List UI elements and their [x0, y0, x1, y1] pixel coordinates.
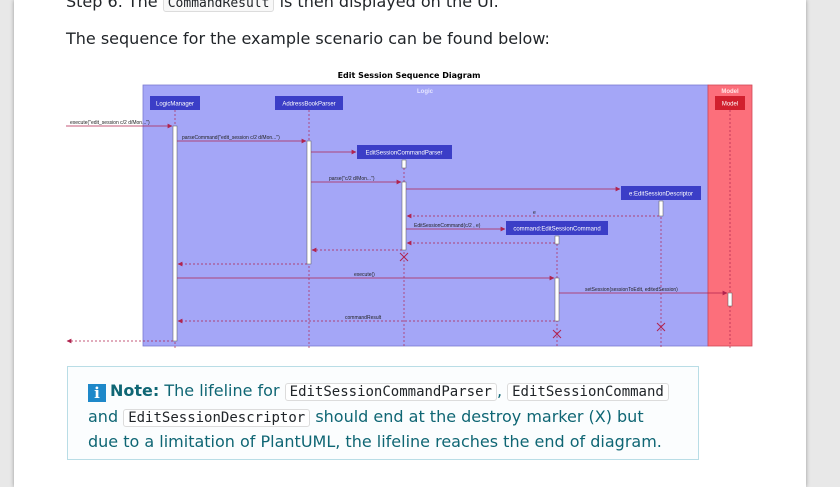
step-prefix-text: Step 6. The [66, 0, 158, 11]
msg-e-return-label: e [533, 210, 536, 216]
msg-parse-label: parse("c/2 d/Mon...") [329, 176, 375, 182]
step-6-paragraph: Step 6. The CommandResult is then displa… [66, 0, 499, 12]
activation-address-book-parser [306, 140, 312, 265]
participant-edit-session-descriptor: e:EditSessionDescriptor [629, 192, 693, 198]
note-separator: , [496, 381, 503, 400]
msg-new-command-label: EditSessionCommand(c/2 , e) [414, 223, 481, 229]
note-code-descriptor: EditSessionDescriptor [123, 408, 311, 427]
activation-edit-session-descriptor [658, 200, 664, 217]
info-icon: i [88, 384, 106, 402]
logic-box-label: Logic [417, 89, 434, 95]
destroy-marker-descriptor [656, 322, 666, 332]
document-page: Step 6. The CommandResult is then displa… [14, 0, 806, 487]
model-box-label: Model [721, 89, 739, 95]
step-suffix-text: is then displayed on the UI. [279, 0, 499, 11]
note-text-2: and [88, 406, 119, 426]
activation-edit-session-command-2 [554, 277, 560, 322]
command-result-code: CommandResult [162, 0, 275, 12]
participant-edit-session-command-box [506, 221, 608, 235]
activation-logic-manager [172, 125, 178, 342]
participant-address-book-parser: AddressBookParser [282, 102, 335, 108]
participant-edit-session-command: command:EditSessionCommand [513, 227, 600, 233]
diagram-title: Edit Session Sequence Diagram [337, 71, 481, 80]
msg-execute-label: execute() [354, 272, 375, 278]
note-text-3: should end at the destroy marker (X) but… [88, 406, 662, 452]
msg-command-result-label: commandResult [345, 315, 382, 321]
participant-logic-manager-box [150, 96, 200, 110]
msg-parse-command-label: parseCommand("edit_session c/2 d/Mon..."… [182, 135, 280, 141]
logic-box [142, 84, 709, 347]
activation-edit-session-command-parser-1 [401, 159, 407, 169]
intro-paragraph: The sequence for the example scenario ca… [66, 29, 550, 48]
activation-edit-session-command-1 [554, 235, 560, 245]
note-code-parser: EditSessionCommandParser [284, 383, 497, 401]
msg-set-session-label: setSession(sessionToEdit, editedSession) [585, 287, 678, 293]
destroy-marker-parser [399, 252, 409, 262]
participant-edit-session-command-parser-box [357, 145, 452, 159]
participant-address-book-parser-box [275, 96, 343, 110]
activation-edit-session-command-parser-2 [401, 181, 407, 251]
participant-model: Model [722, 102, 738, 108]
destroy-marker-command [552, 329, 562, 339]
destroy-markers [399, 252, 666, 339]
sequence-diagram: Logic Model LogicManager AddressBookPars… [66, 84, 753, 348]
note-label: Note: [110, 381, 160, 400]
participant-logic-manager: LogicManager [156, 102, 194, 108]
participant-edit-session-descriptor-box [621, 186, 701, 200]
note-code-command: EditSessionCommand [507, 383, 669, 401]
activation-model [727, 292, 733, 307]
msg-execute-in-label: execute("edit_session c/2 d/Mon...") [70, 120, 150, 126]
note-text-1: The lifeline for [164, 381, 280, 400]
participant-model-box [715, 96, 745, 110]
participant-edit-session-command-parser: EditSessionCommandParser [365, 151, 442, 157]
